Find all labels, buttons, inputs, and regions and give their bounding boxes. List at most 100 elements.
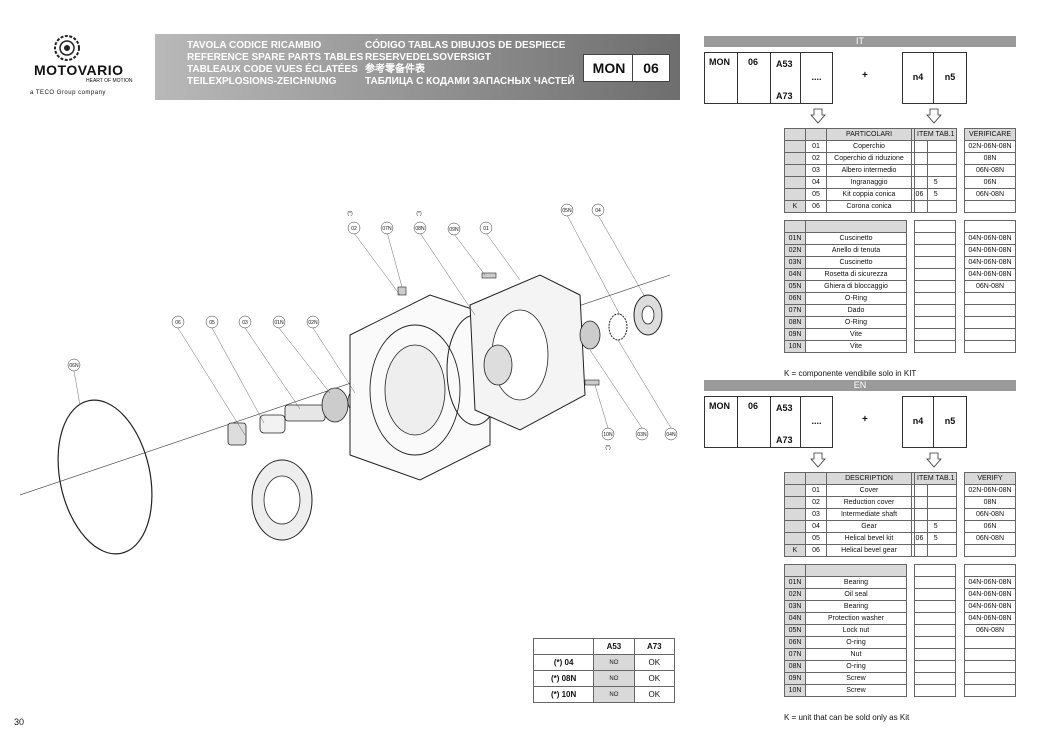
std-verify-header — [964, 220, 1016, 233]
std-code: 09N — [784, 328, 806, 341]
compat-row: (*) 10N NO OK — [532, 686, 676, 703]
part-k-cell — [784, 508, 806, 521]
callout-label: 01 — [483, 226, 489, 232]
std-verify — [964, 316, 1016, 329]
std-code: 06N — [784, 292, 806, 305]
std-item — [914, 316, 956, 329]
std-description: Vite — [805, 340, 907, 353]
header-description: PARTICOLARI — [826, 128, 912, 141]
title-line: TABLEAUX CODE VUES ÉCLATÉES — [187, 64, 358, 75]
std-code: 06N — [784, 636, 806, 649]
std-item-table — [914, 220, 956, 353]
std-item — [914, 588, 956, 601]
variant-a73: A73 — [776, 435, 793, 445]
parts-header-row: PARTICOLARI KIT — [784, 128, 928, 141]
logo-tagline: HEART OF MOTION — [86, 78, 133, 84]
callout-label: 07N — [382, 226, 392, 232]
page-number: 30 — [14, 717, 25, 727]
std-verify — [964, 648, 1016, 661]
part-verify — [964, 200, 1016, 213]
callout-label: 03 — [242, 320, 248, 326]
part-code: 03 — [805, 164, 827, 177]
code-box-variant: A53 A73 — [770, 396, 801, 448]
compat-header — [532, 638, 595, 655]
std-verify — [964, 304, 1016, 317]
std-verify-row: 04N-06N-08N — [964, 232, 1016, 245]
callout-label: 05N — [562, 208, 572, 214]
code-box-size: 06 — [737, 396, 771, 448]
item-row — [913, 544, 958, 557]
std-code: 05N — [784, 280, 806, 293]
part-verify: 06N — [964, 520, 1016, 533]
std-verify: 04N-06N-08N — [964, 232, 1016, 245]
code-box-mon: MON — [704, 396, 738, 448]
std-verify: 04N-06N-08N — [964, 588, 1016, 601]
part-code: 05 — [805, 188, 827, 201]
title-line: CÓDIGO TABLAS DIBUJOS DE DESPIECE — [365, 40, 566, 51]
part-description: Cover — [826, 484, 912, 497]
header-verify: VERIFICARE — [964, 128, 1016, 141]
variant-a53: A53 — [776, 59, 793, 69]
std-verify-row: 04N-06N-08N — [964, 612, 1016, 625]
part-verify: 06N — [964, 176, 1016, 189]
callout-label: 06 — [175, 320, 181, 326]
spacer-shape — [259, 414, 286, 434]
o-ring-06n-shape — [57, 399, 153, 555]
callout-label: 02N — [308, 320, 318, 326]
std-verify-row — [964, 316, 1016, 329]
item-row — [913, 152, 958, 165]
verify-row: 06N — [964, 520, 1016, 533]
part-item: 5 — [913, 520, 958, 533]
std-code: 08N — [784, 660, 806, 673]
verify-row — [964, 200, 1016, 213]
std-header-blank — [784, 564, 806, 577]
std-item-row — [914, 268, 956, 281]
std-description: Bearing — [805, 600, 907, 613]
std-verify-row: 04N-06N-08N — [964, 576, 1016, 589]
std-header-blank — [784, 220, 806, 233]
std-item — [914, 280, 956, 293]
std-verify-row — [964, 648, 1016, 661]
header-item: ITEM TAB.1 — [913, 472, 958, 485]
part-verify — [964, 544, 1016, 557]
std-description: O-Ring — [805, 292, 907, 305]
std-code: 08N — [784, 316, 806, 329]
part-code: 04 — [805, 176, 827, 189]
callout-label: (*) — [347, 211, 353, 217]
part-item: 5 — [913, 188, 958, 201]
std-description: Cuscinetto — [805, 256, 907, 269]
item-row: 5 — [913, 176, 958, 189]
title-line: 参考零备件表 — [365, 64, 425, 75]
section-bar: IT — [704, 36, 1016, 47]
part-description: Gear — [826, 520, 912, 533]
std-item-table — [914, 564, 956, 697]
compat-header: A53 — [593, 638, 635, 655]
std-description: Ghiera di bloccaggio — [805, 280, 907, 293]
part-description: Intermediate shaft — [826, 508, 912, 521]
header-item: ITEM TAB.1 — [913, 128, 958, 141]
code-box-mon: MON — [704, 52, 738, 104]
part-description: Kit coppia conica — [826, 188, 912, 201]
std-verify — [964, 660, 1016, 673]
std-verify-row: 04N-06N-08N — [964, 256, 1016, 269]
header-code — [805, 472, 827, 485]
compatibility-table: A53 A73 (*) 04 NO OK (*) 08N NO OK (*) 1… — [532, 638, 676, 703]
part-item — [913, 152, 958, 165]
part-code: 02 — [805, 496, 827, 509]
std-item — [914, 232, 956, 245]
part-verify: 02N-06N-08N — [964, 140, 1016, 153]
code-box-dots: .... — [800, 396, 833, 448]
verify-row: 06N-08N — [964, 188, 1016, 201]
item-row: 5 — [913, 188, 958, 201]
